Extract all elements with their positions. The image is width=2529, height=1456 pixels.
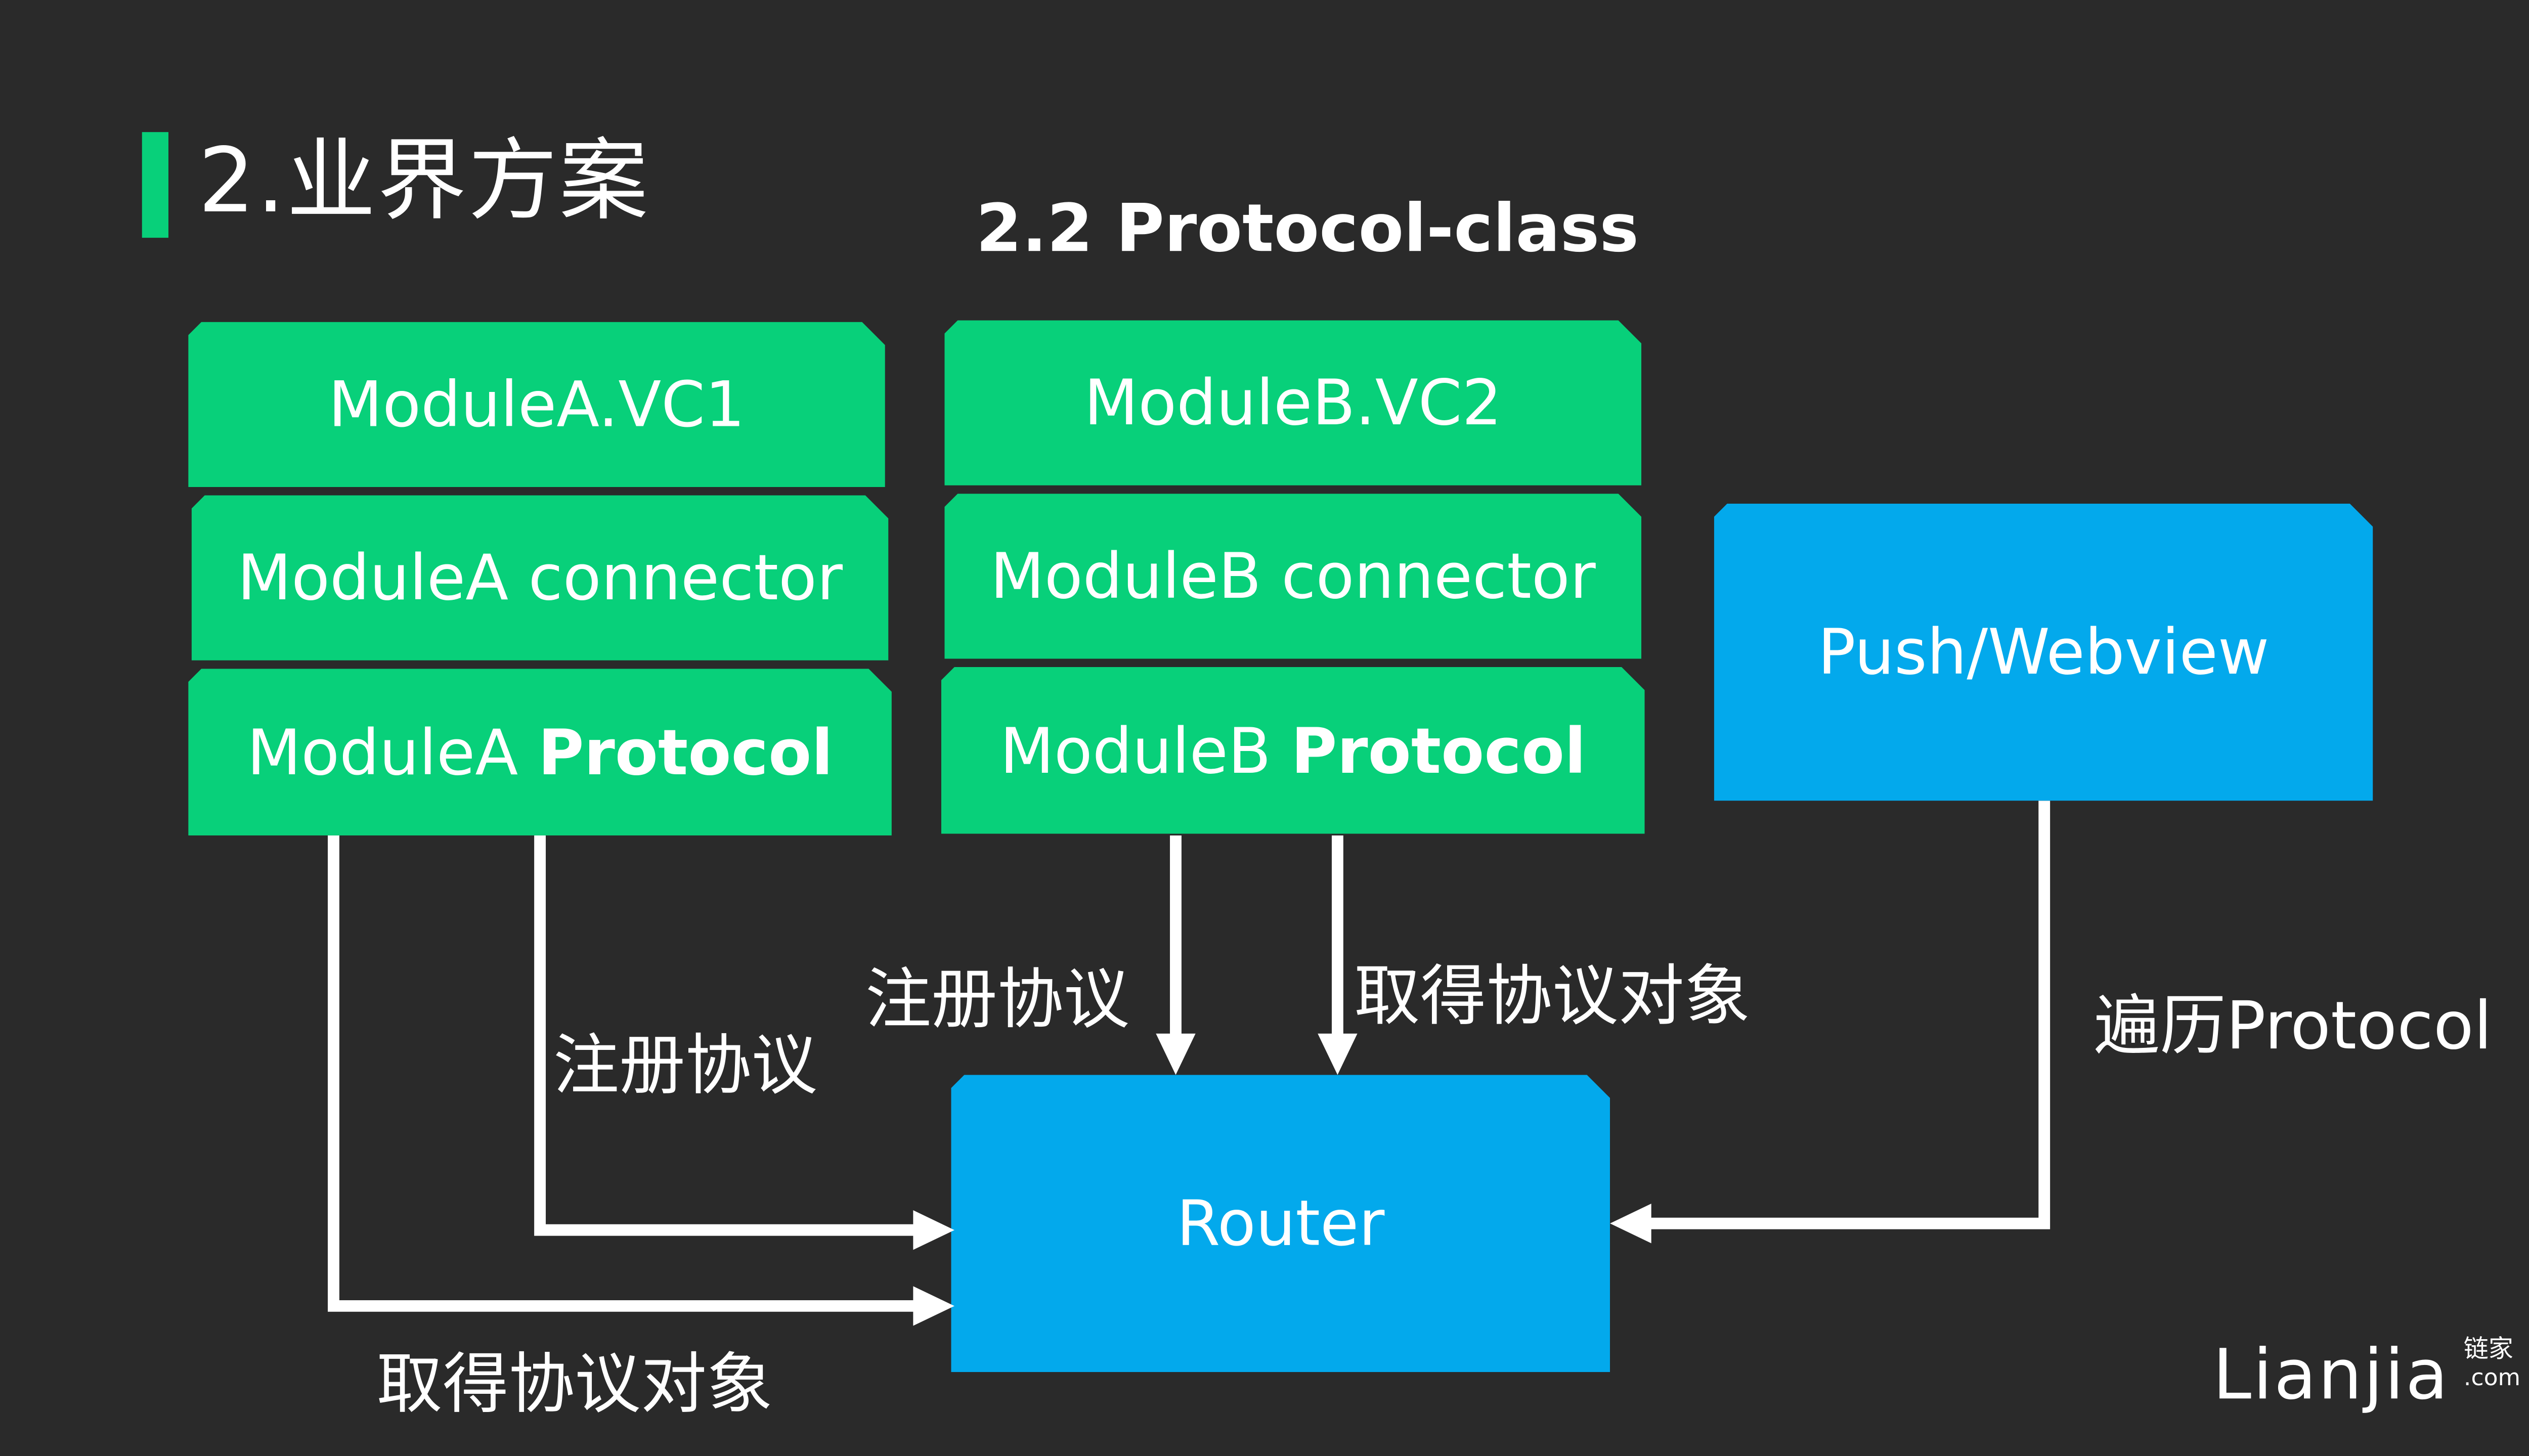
label-a-get: 取得协议对象 [376, 1347, 773, 1424]
module-a-protocol-box: ModuleA Protocol [188, 669, 892, 835]
lianjia-logo: Lianjia 链家 .com [2212, 1334, 2520, 1415]
push-webview-box: Push/Webview [1714, 504, 2373, 801]
arrowhead-push-traverse [1610, 1203, 1651, 1244]
module-b-vc-label: ModuleB.VC2 [1084, 366, 1502, 439]
router-box: Router [951, 1075, 1610, 1372]
label-b-register: 注册协议 [865, 962, 1130, 1039]
module-a-protocol-prefix: ModuleA [247, 716, 538, 788]
module-a-vc-box: ModuleA.VC1 [188, 322, 885, 487]
module-a-protocol-label: ModuleA Protocol [247, 716, 833, 788]
module-a-protocol-bold: Protocol [538, 716, 833, 788]
label-a-register: 注册协议 [553, 1028, 818, 1105]
arrow-push-traverse [1648, 801, 2051, 1229]
arrowhead-a-register [913, 1210, 954, 1250]
module-b-protocol-prefix: ModuleB [999, 714, 1291, 787]
slide-title: 2.业界方案 [198, 128, 650, 233]
label-traverse: 遍历Protocol [2094, 989, 2493, 1065]
logo-main-text: Lianjia [2212, 1334, 2450, 1415]
logo-com-text: .com [2463, 1365, 2521, 1392]
module-b-connector-box: ModuleB connector [944, 494, 1641, 658]
module-b-protocol-box: ModuleB Protocol [941, 667, 1645, 834]
title-accent-bar [142, 132, 168, 238]
push-webview-label: Push/Webview [1817, 615, 2270, 689]
arrow-a-register [534, 835, 917, 1236]
module-b-protocol-bold: Protocol [1291, 714, 1586, 787]
logo-cn-text: 链家 [2463, 1334, 2513, 1364]
module-a-connector-label: ModuleA connector [237, 541, 843, 614]
module-b-vc-box: ModuleB.VC2 [944, 320, 1641, 485]
arrow-a-get [328, 835, 917, 1312]
arrowhead-b-register [1156, 1033, 1196, 1075]
module-a-connector-box: ModuleA connector [192, 495, 889, 660]
module-a-vc-label: ModuleA.VC1 [328, 368, 745, 441]
label-b-get: 取得协议对象 [1354, 959, 1751, 1035]
module-b-connector-label: ModuleB connector [990, 540, 1596, 613]
module-b-protocol-label: ModuleB Protocol [1000, 714, 1586, 787]
arrowhead-a-get [913, 1286, 954, 1326]
slide-subtitle: 2.2 Protocol-class [976, 191, 1639, 268]
router-label: Router [1176, 1187, 1385, 1260]
arrowhead-b-get [1318, 1033, 1358, 1075]
